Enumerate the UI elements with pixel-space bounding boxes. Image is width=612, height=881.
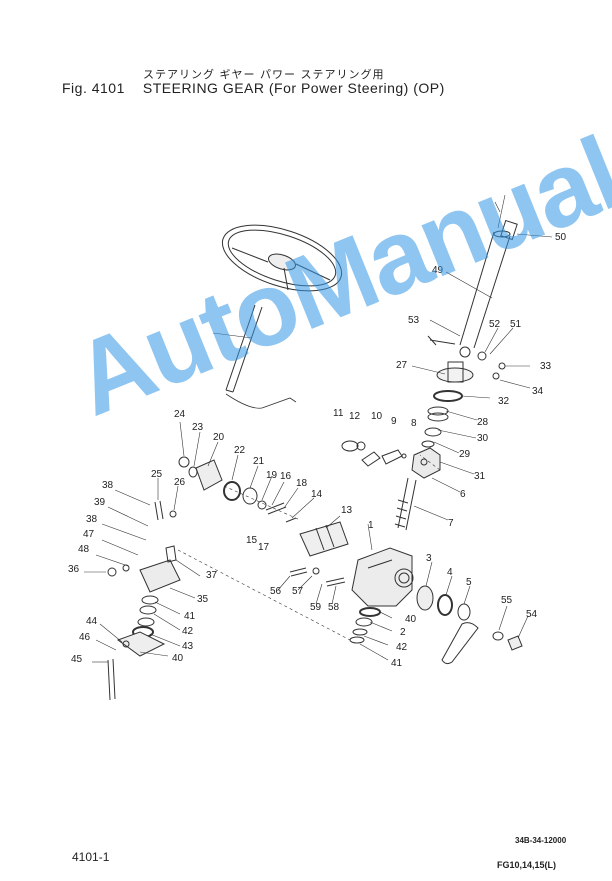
title-japanese: ステアリング ギヤー パワー ステアリング用 bbox=[143, 68, 385, 81]
callout-30: 30 bbox=[477, 433, 489, 444]
worm-shaft bbox=[394, 477, 417, 531]
steering-shaft bbox=[225, 304, 263, 393]
valve-body bbox=[411, 447, 441, 479]
callout-16: 16 bbox=[280, 471, 292, 482]
callout-53: 53 bbox=[408, 315, 420, 326]
bolts-25-26 bbox=[154, 500, 177, 521]
callout-58: 58 bbox=[328, 602, 340, 613]
callout-28: 28 bbox=[477, 417, 489, 428]
callout-37: 37 bbox=[206, 570, 218, 581]
callout-24: 24 bbox=[174, 409, 186, 420]
callout-7: 7 bbox=[448, 518, 454, 529]
callout-39: 39 bbox=[94, 497, 106, 508]
callout-43: 43 bbox=[182, 641, 194, 652]
left-cover-assembly bbox=[178, 456, 297, 523]
callout-41: 41 bbox=[184, 611, 196, 622]
callout-23: 23 bbox=[192, 422, 204, 433]
callout-15: 15 bbox=[246, 535, 258, 546]
callout-12: 12 bbox=[349, 411, 361, 422]
small-parts-upper bbox=[341, 440, 407, 467]
callout-50: 50 bbox=[555, 232, 567, 243]
callout-56: 56 bbox=[270, 586, 282, 597]
callout-20: 20 bbox=[213, 432, 225, 443]
callout-52: 52 bbox=[489, 319, 501, 330]
leader-lines bbox=[84, 233, 553, 663]
callout-45: 45 bbox=[71, 654, 83, 665]
document-code: 34B-34-12000 bbox=[515, 836, 567, 845]
callout-32: 32 bbox=[498, 396, 510, 407]
callout-42: 42 bbox=[182, 626, 194, 637]
model-code: FG10,14,15(L) bbox=[497, 860, 557, 870]
callout-40: 40 bbox=[172, 653, 184, 664]
callout-44: 44 bbox=[86, 616, 98, 627]
callout-40: 40 bbox=[405, 614, 417, 625]
callout-2: 2 bbox=[400, 627, 406, 638]
callout-55: 55 bbox=[501, 595, 513, 606]
callout-29: 29 bbox=[459, 449, 471, 460]
callout-22: 22 bbox=[234, 445, 246, 456]
callout-33: 33 bbox=[540, 361, 552, 372]
callout-11: 11 bbox=[333, 408, 344, 419]
gear-housing bbox=[351, 547, 414, 607]
callout-3: 3 bbox=[426, 553, 432, 564]
callout-4: 4 bbox=[447, 567, 453, 578]
sector-parts bbox=[416, 585, 471, 621]
callout-6: 6 bbox=[460, 489, 466, 500]
callout-27: 27 bbox=[396, 360, 408, 371]
housing-bolts bbox=[289, 567, 346, 587]
callout-59: 59 bbox=[310, 602, 322, 613]
column-base-bracket bbox=[427, 335, 506, 383]
callout-54: 54 bbox=[526, 609, 538, 620]
callout-46: 46 bbox=[79, 632, 91, 643]
callout-26: 26 bbox=[174, 477, 186, 488]
callout-5: 5 bbox=[466, 577, 472, 588]
callout-38: 38 bbox=[102, 480, 114, 491]
relief-valve bbox=[107, 545, 181, 638]
callout-31: 31 bbox=[474, 471, 486, 482]
figure-number: Fig. 4101 bbox=[62, 80, 125, 96]
seal-rings bbox=[421, 390, 463, 448]
callout-38: 38 bbox=[86, 514, 98, 525]
assembly-guide-lines bbox=[177, 454, 441, 641]
figure-title: Fig. 4101 STEERING GEAR (For Power Steeri… bbox=[62, 80, 445, 96]
callout-1: 1 bbox=[368, 520, 374, 531]
callout-42: 42 bbox=[396, 642, 408, 653]
callout-34: 34 bbox=[532, 386, 544, 397]
callout-49: 49 bbox=[432, 265, 444, 276]
callout-36: 36 bbox=[68, 564, 80, 575]
callout-35: 35 bbox=[197, 594, 209, 605]
callout-21: 21 bbox=[253, 456, 265, 467]
callout-47: 47 bbox=[83, 529, 95, 540]
flange-bracket bbox=[107, 631, 166, 701]
pitman-arm bbox=[441, 622, 523, 665]
callout-41: 41 bbox=[391, 658, 403, 669]
steering-wheel bbox=[221, 224, 343, 292]
callout-18: 18 bbox=[296, 478, 308, 489]
callout-17: 17 bbox=[258, 542, 270, 553]
callout-10: 10 bbox=[371, 411, 383, 422]
page-number: 4101-1 bbox=[72, 850, 110, 864]
callout-48: 48 bbox=[78, 544, 90, 555]
callout-8: 8 bbox=[411, 418, 417, 429]
piston-rack bbox=[299, 521, 349, 557]
lower-seals bbox=[349, 607, 381, 644]
break-line bbox=[225, 393, 297, 409]
steering-column-tube bbox=[459, 194, 518, 349]
callout-19: 19 bbox=[266, 470, 278, 481]
callout-51: 51 bbox=[510, 319, 522, 330]
callout-25: 25 bbox=[151, 469, 163, 480]
callout-57: 57 bbox=[292, 586, 304, 597]
figure-caption: STEERING GEAR (For Power Steering) (OP) bbox=[142, 80, 445, 96]
callout-14: 14 bbox=[311, 489, 323, 500]
callout-9: 9 bbox=[391, 416, 397, 427]
callout-13: 13 bbox=[341, 505, 353, 516]
